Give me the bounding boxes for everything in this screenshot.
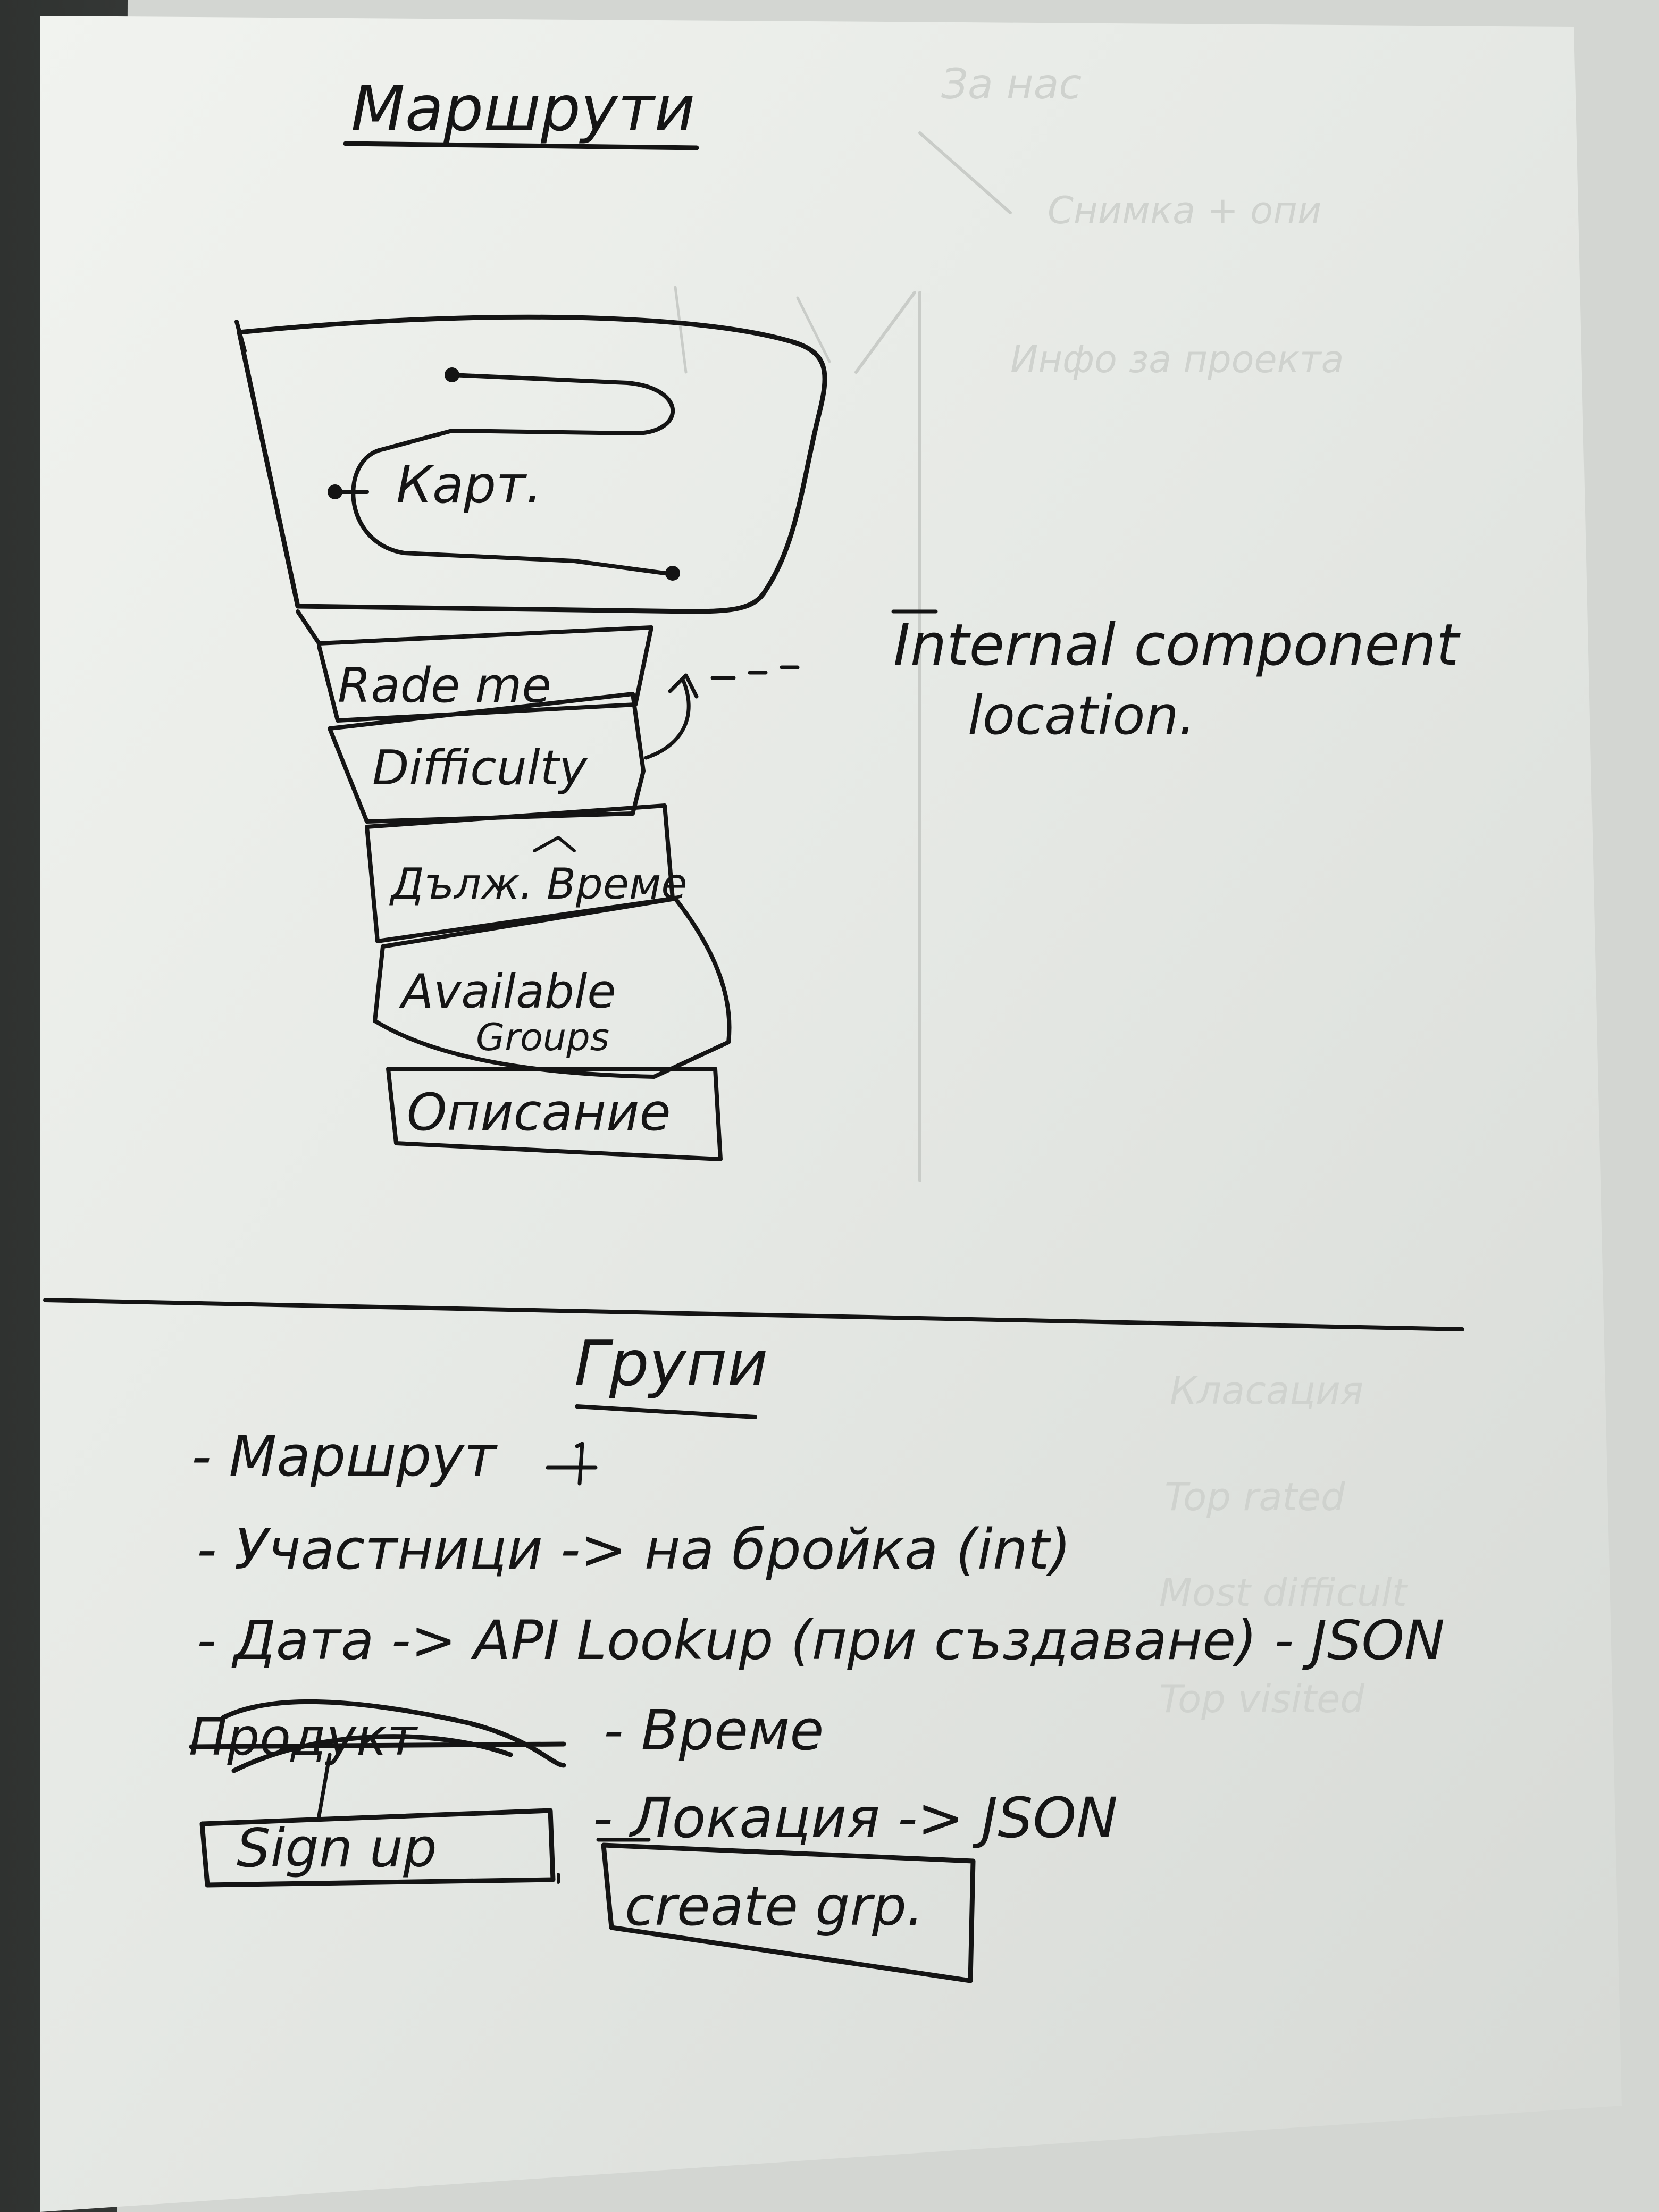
groups-item-location: - Локация -> JSON [593, 1786, 1118, 1850]
create-group-button-label: create grp. [625, 1875, 924, 1938]
bg-note-top-rated: Top rated [1164, 1474, 1346, 1519]
card-description [386, 1067, 723, 1161]
routes-title: Маршрути [351, 72, 695, 145]
card-rate-me-label: Rade me [338, 658, 551, 714]
section-divider [43, 1298, 1464, 1331]
card-rate-me [296, 609, 653, 723]
map-route-line [351, 373, 675, 576]
card-description-label: Описание [407, 1083, 671, 1142]
annotation-line2: location. [968, 684, 1196, 747]
card-available-label: Available [399, 964, 616, 1019]
card-difficulty [328, 692, 646, 824]
routes-title-underline [343, 141, 699, 150]
card-groups-label: Groups [476, 1016, 609, 1059]
struck-word-connector [317, 1753, 332, 1818]
bg-note-most-difficult: Most difficult [1159, 1570, 1409, 1615]
groups-item-time: - Време [604, 1698, 824, 1763]
bg-note-about: За нас [941, 61, 1082, 108]
bg-note-top-visited: Top visited [1159, 1677, 1365, 1721]
paper-front-sheet [40, 16, 1622, 2212]
route-start-point [445, 367, 459, 382]
route-end-point [665, 566, 680, 581]
groups-item-date: - Дата -> API Lookup (при създаване) - J… [197, 1609, 1445, 1672]
map-label: Карт. [396, 455, 542, 515]
annotation-line1: Internal component [893, 612, 1461, 678]
card-duration-label: Дълж. Време [389, 859, 688, 909]
bg-note-project-info: Инфо за проекта [1010, 338, 1344, 381]
strike-through [189, 1699, 566, 1773]
card-available-groups [373, 896, 732, 1079]
groups-title-underline [575, 1404, 757, 1419]
background-notes-group: За нас Снимка + опи Инфо за проекта Клас… [674, 61, 1409, 1721]
map-frame [237, 314, 827, 614]
groups-title: Групи [574, 1327, 768, 1400]
groups-item-route: - Маршрут [191, 1424, 498, 1489]
groups-item-participants: - Участници -> на бройка (int) [197, 1517, 1071, 1582]
card-difficulty-label: Difficulty [372, 740, 588, 796]
sign-up-button[interactable]: Sign up [199, 1808, 560, 1888]
sign-up-button-label: Sign up [237, 1817, 437, 1879]
bg-note-photo: Снимка + опи [1048, 189, 1321, 232]
bg-note-ranking: Класация [1170, 1368, 1363, 1413]
internal-location-arrow [644, 665, 800, 760]
route-waypoint [328, 484, 342, 499]
create-group-button[interactable]: create grp. [596, 1838, 976, 1983]
